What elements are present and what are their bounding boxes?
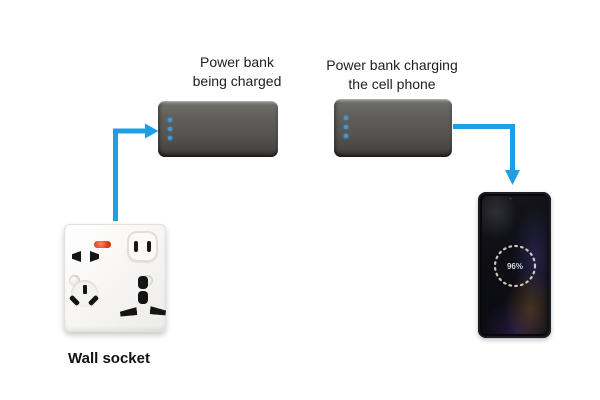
powerbank-charged-image <box>158 101 278 157</box>
powerbank-charged-label: Power bank being charged <box>157 53 317 91</box>
charging-ring-icon <box>493 244 537 288</box>
pin-slot-icon <box>90 251 99 262</box>
power-switch <box>127 231 158 262</box>
arrow-line <box>113 128 146 221</box>
led-indicator <box>168 136 172 140</box>
label-line: Power bank <box>200 54 274 70</box>
pin-slot-icon <box>83 285 87 294</box>
pin-slot-icon <box>138 276 148 289</box>
pin-slot-icon <box>72 251 81 262</box>
label-line: being charged <box>192 73 282 89</box>
powerbank-charging-label: Power bank charging the cell phone <box>311 56 473 94</box>
wall-socket-image <box>64 224 166 332</box>
pin-slot-icon <box>138 291 148 304</box>
phone-screen <box>482 196 547 334</box>
cell-phone-image: 96% <box>478 192 551 338</box>
label-line: Power bank charging <box>326 57 458 73</box>
pin-slot-icon <box>150 306 167 316</box>
switch-mark <box>147 241 151 252</box>
indicator-light <box>94 241 111 248</box>
arrowhead-down-icon <box>505 170 520 185</box>
pin-slot-icon <box>120 307 138 317</box>
battery-percent-text: 96% <box>506 261 523 271</box>
led-indicator <box>168 118 172 122</box>
arrow-socket-to-powerbank <box>113 123 159 221</box>
switch-mark <box>134 241 138 252</box>
powerbank-charging-image <box>334 99 452 157</box>
led-indicator <box>344 134 348 138</box>
led-indicator <box>344 125 348 129</box>
led-indicator <box>344 116 348 120</box>
led-indicator <box>168 127 172 131</box>
arrow-line <box>453 124 515 171</box>
arrowhead-right-icon <box>145 123 159 139</box>
arrow-powerbank-to-phone <box>453 124 520 185</box>
wall-socket-label: Wall socket <box>68 350 150 367</box>
front-camera-icon <box>509 197 512 200</box>
screw-icon <box>69 275 80 286</box>
label-line: the cell phone <box>348 76 436 92</box>
